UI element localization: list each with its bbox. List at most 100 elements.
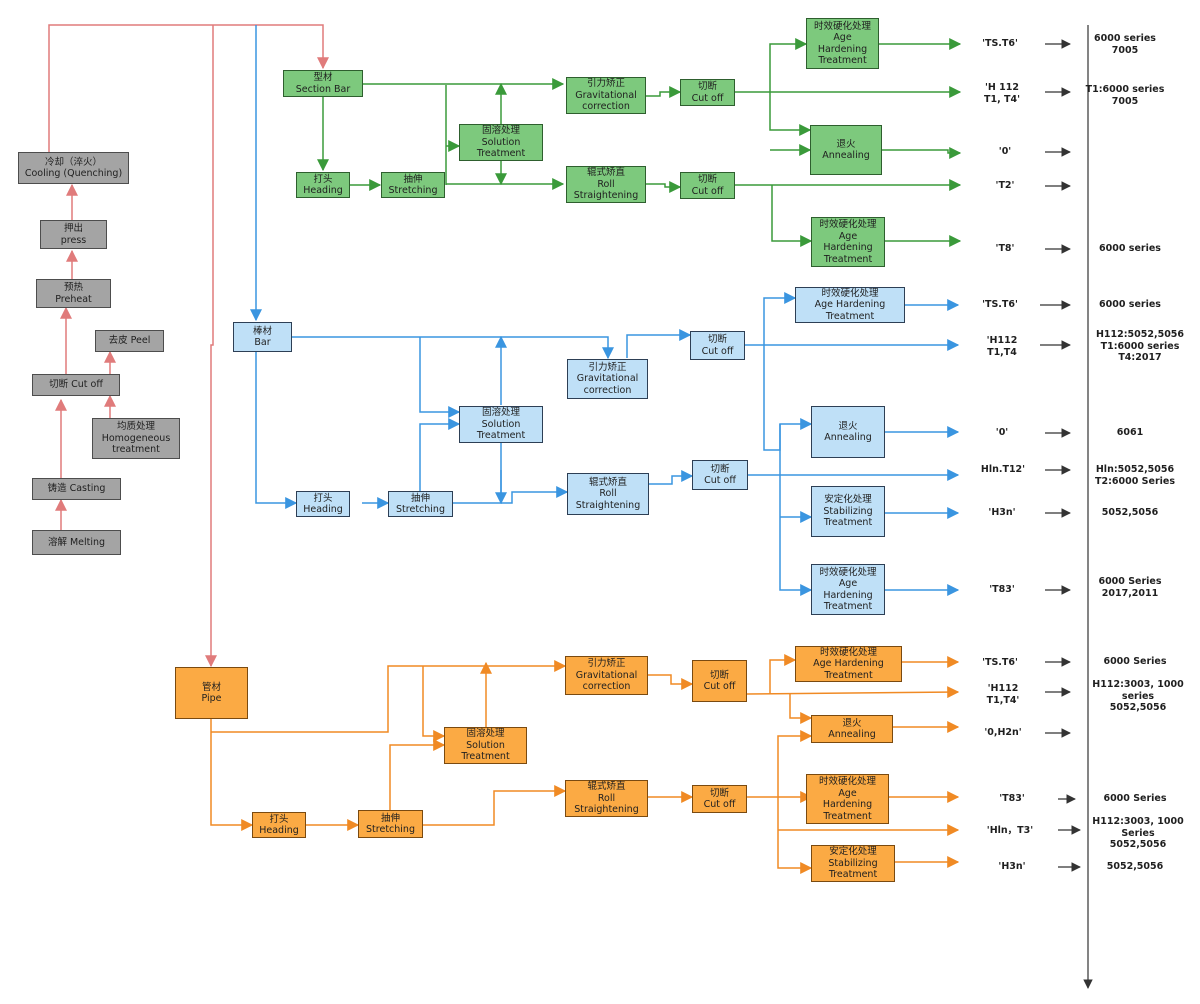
temper-section-1: 'TS.T6' [970,38,1030,50]
temper-section-4: 'T2' [985,180,1025,192]
text-line: Treatment [823,517,873,529]
text-line: 切断 Cut off [49,379,103,391]
text-line: correction [583,384,632,396]
text-line: Hardening [823,242,873,253]
text-line: 5052,5056 [1101,507,1159,518]
text-line: Hardening [817,43,868,55]
text-line: 安定化处理 [829,846,877,858]
box-peel: 去皮 Peel [95,330,164,352]
text-line: T1, T4' [983,93,1020,105]
alloy-bar-3: 6061 [1110,427,1150,439]
black-connectors [1040,25,1093,989]
text-line: Cut off [691,185,724,197]
text-line: 'TS.T6' [982,38,1018,49]
text-line: 押出 [63,223,83,234]
text-line: Annealing [824,432,872,443]
text-line: 预热 [63,282,83,293]
text-line: Age Hardening [814,299,886,311]
text-line: 棒材 [252,325,272,337]
text-line: 管材 [201,681,221,693]
alloy-pipe-1: 6000 Series [1100,656,1170,668]
text-line: 时效硬化处理 [819,646,877,658]
text-line: 切断 [709,787,729,799]
text-line: 安定化处理 [824,494,872,506]
text-line: series [1121,690,1155,702]
text-line: 切断 [697,81,717,92]
text-line: 退火 [842,717,862,729]
text-line: 'T2' [995,180,1015,191]
text-line: Cut off [691,92,724,104]
text-line: 引力矫正 [587,658,626,670]
text-line: 切断 [707,334,727,345]
text-line: T1:6000 series [1085,84,1165,95]
text-line: H112:3003, 1000 [1092,816,1184,827]
text-line: 退火 [836,138,856,150]
text-line: T1,T4' [986,694,1020,706]
temper-pipe-4: 'T83' [992,793,1032,805]
text-line: Heading [259,825,299,836]
alloy-pipe-4: 6000 Series [1100,793,1170,805]
red-connectors [48,24,329,668]
text-line: 抽伸 [380,812,400,824]
text-line: Preheat [55,293,92,305]
text-line: 'H112 [986,335,1018,346]
text-line: 溶解 Melting [47,536,106,548]
temper-pipe-1: 'TS.T6' [970,657,1030,669]
text-line: '0,H2n' [984,727,1022,738]
text-line: Age Hardening [813,658,884,670]
text-line: 'H112 [987,683,1019,694]
text-line: Roll [597,178,615,190]
text-line: Cooling (Quenching) [24,168,123,179]
text-line: 时效硬化处理 [819,566,877,578]
text-line: Straightening [573,190,639,202]
text-line: 6000 series [1094,33,1156,44]
green-connectors [317,38,962,247]
text-line: 辊式矫直 [587,781,626,793]
temper-bar-6: 'T83' [982,584,1022,596]
text-line: Heading [303,504,343,515]
text-line: 'TS.T6' [982,299,1018,310]
text-line: Age [838,578,858,589]
box-cooling: 冷却（淬火）Cooling (Quenching) [18,152,129,184]
text-line: Cut off [703,799,736,810]
text-line: 时效硬化处理 [819,219,877,230]
text-line: Treatment [823,253,873,265]
text-line: Stabilizing [823,505,873,517]
temper-bar-3: '0' [982,427,1022,439]
text-line: Stretching [366,824,415,835]
text-line: Stretching [396,504,445,515]
text-line: Age [838,787,857,799]
text-line: T1:6000 series [1100,340,1180,352]
text-line: 6000 Series [1103,656,1167,667]
text-line: Annealing [828,729,876,740]
text-line: Treatment [824,669,873,681]
temper-pipe-5: 'Hln，T3' [975,825,1045,837]
text-line: Straightening [574,804,639,816]
